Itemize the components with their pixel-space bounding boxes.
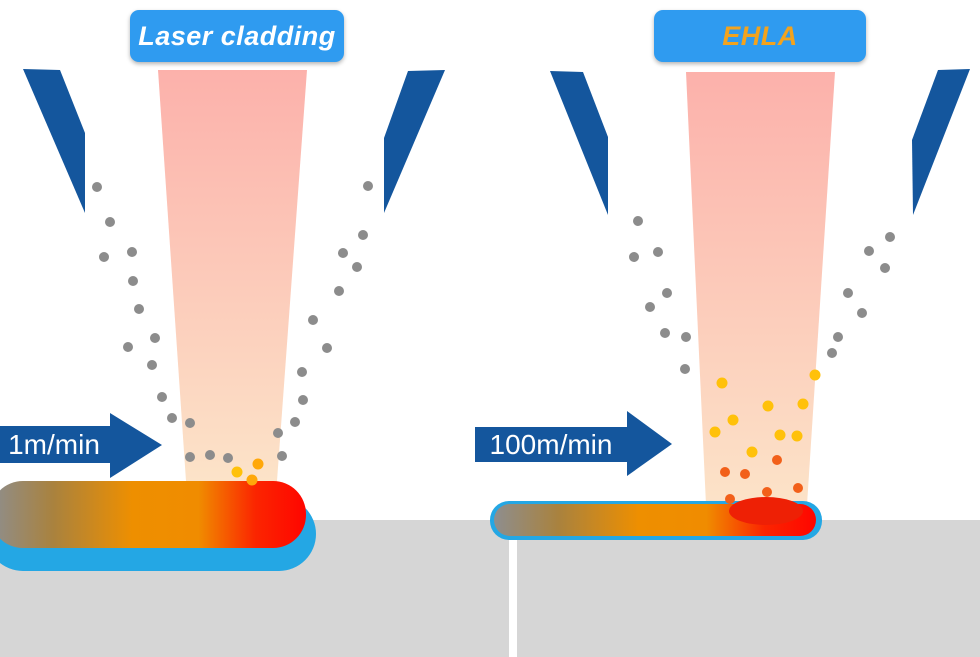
powder-gray-particle: [290, 417, 300, 427]
powder-gray-particle: [322, 343, 332, 353]
powder-gray-particle: [358, 230, 368, 240]
laser-cladding-badge: Laser cladding: [130, 10, 344, 62]
powder-gray-particle: [843, 288, 853, 298]
molten-yellow-particle: [797, 398, 809, 410]
powder-gray-particle: [134, 304, 144, 314]
powder-gray-particle: [167, 413, 177, 423]
powder-nozzle-left-a: [23, 69, 85, 213]
molten-yellow-particle: [727, 414, 739, 426]
powder-gray-particle: [827, 348, 837, 358]
ehla-badge-label: EHLA: [722, 20, 798, 51]
powder-gray-particle: [645, 302, 655, 312]
powder-gray-particle: [99, 252, 109, 262]
powder-gray-particle: [864, 246, 874, 256]
speed-arrow-right-icon: [475, 411, 672, 476]
powder-gray-particle: [128, 276, 138, 286]
powder-gray-particle: [308, 315, 318, 325]
powder-gray-particle: [633, 216, 643, 226]
molten-orange-particle: [740, 469, 750, 479]
powder-nozzle-right-b: [912, 69, 970, 215]
powder-gray-particle: [338, 248, 348, 258]
molten-amber-particle: [252, 458, 264, 470]
molten-orange-particle: [720, 467, 730, 477]
powder-gray-particle: [147, 360, 157, 370]
powder-gray-particle: [223, 453, 233, 463]
speed-arrow-left-icon: [0, 413, 162, 478]
powder-gray-particle: [680, 364, 690, 374]
powder-nozzle-left-b: [384, 70, 445, 213]
powder-gray-particle: [123, 342, 133, 352]
powder-gray-particle: [127, 247, 137, 257]
powder-gray-particle: [334, 286, 344, 296]
melt-pool-right: [729, 497, 803, 525]
powder-gray-particle: [157, 392, 167, 402]
substrate-right: [517, 520, 980, 657]
molten-yellow-particle: [809, 369, 821, 381]
powder-gray-particle: [352, 262, 362, 272]
molten-yellow-particle: [746, 446, 758, 458]
powder-gray-particle: [857, 308, 867, 318]
molten-yellow-particle: [709, 426, 721, 438]
powder-nozzle-right-a: [550, 71, 608, 215]
powder-gray-particle: [185, 418, 195, 428]
powder-gray-particle: [92, 182, 102, 192]
powder-gray-particle: [833, 332, 843, 342]
molten-amber-particle: [246, 474, 258, 486]
powder-gray-particle: [885, 232, 895, 242]
molten-yellow-particle: [231, 466, 243, 478]
molten-yellow-particle: [774, 429, 786, 441]
molten-yellow-particle: [791, 430, 803, 442]
powder-gray-particle: [205, 450, 215, 460]
laser-beam-left: [158, 70, 307, 481]
powder-gray-particle: [273, 428, 283, 438]
speed-label-left: 1m/min: [8, 428, 100, 460]
powder-gray-particle: [297, 367, 307, 377]
powder-gray-particle: [681, 332, 691, 342]
powder-gray-particle: [662, 288, 672, 298]
clad-track-left: [0, 481, 306, 548]
powder-gray-particle: [298, 395, 308, 405]
laser-beam-right: [686, 72, 835, 505]
powder-gray-particle: [105, 217, 115, 227]
ehla-badge: EHLA: [654, 10, 866, 62]
molten-orange-particle: [793, 483, 803, 493]
powder-gray-particle: [653, 247, 663, 257]
powder-gray-particle: [660, 328, 670, 338]
powder-gray-particle: [185, 452, 195, 462]
laser-cladding-badge-label: Laser cladding: [138, 20, 336, 51]
molten-yellow-particle: [762, 400, 774, 412]
molten-orange-particle: [762, 487, 772, 497]
powder-gray-particle: [629, 252, 639, 262]
molten-orange-particle: [725, 494, 735, 504]
powder-gray-particle: [363, 181, 373, 191]
powder-gray-particle: [277, 451, 287, 461]
speed-label-right: 100m/min: [489, 428, 613, 460]
powder-gray-particle: [150, 333, 160, 343]
molten-yellow-particle: [716, 377, 728, 389]
powder-gray-particle: [880, 263, 890, 273]
molten-orange-particle: [772, 455, 782, 465]
